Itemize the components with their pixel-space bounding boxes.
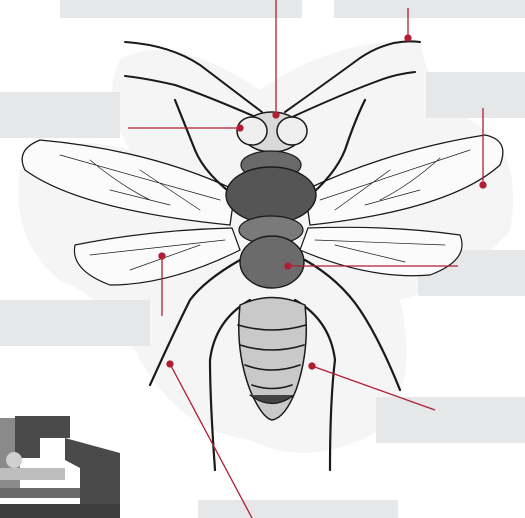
left-forewing xyxy=(22,140,235,225)
microscope-icon xyxy=(0,398,130,518)
antennae xyxy=(125,41,420,118)
right-hindwing xyxy=(300,227,462,275)
head xyxy=(237,112,307,152)
abdomen xyxy=(238,298,306,421)
thorax xyxy=(226,151,316,288)
right-forewing xyxy=(305,135,503,225)
